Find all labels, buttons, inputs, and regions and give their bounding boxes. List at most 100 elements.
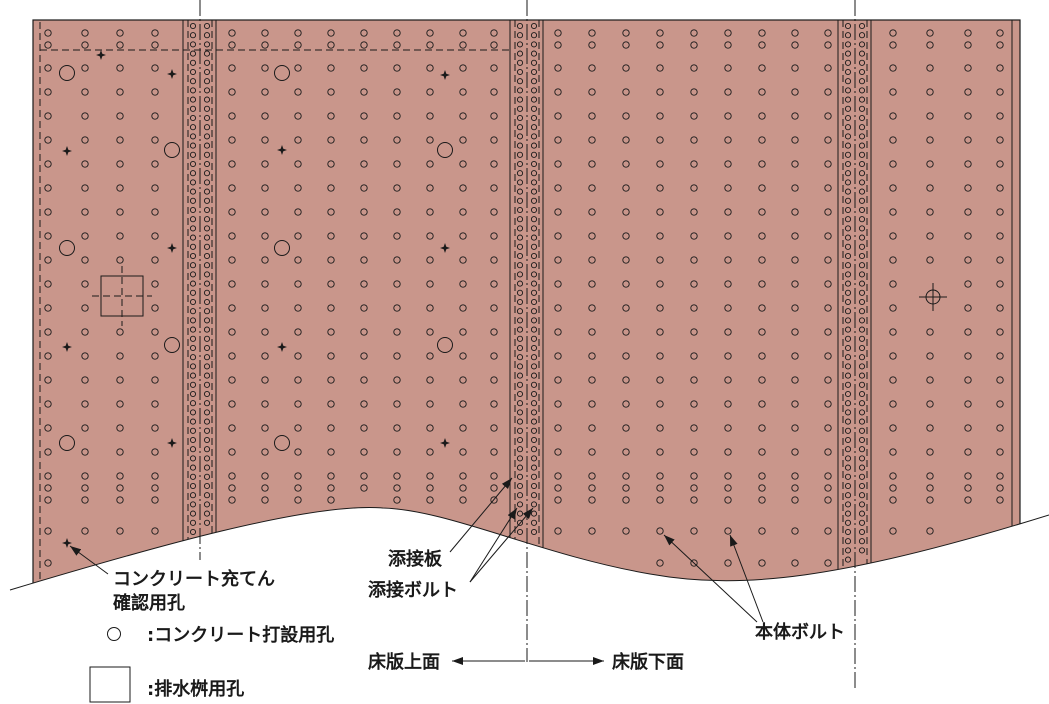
main-bolt-hole <box>791 208 799 216</box>
main-bolt-hole <box>228 304 236 312</box>
splice-bolt-hole <box>516 473 524 480</box>
main-bolt-hole <box>151 184 159 192</box>
main-bolt-hole <box>791 41 799 49</box>
main-bolt-hole <box>964 400 972 408</box>
main-bolt-hole <box>44 208 52 216</box>
splice-bolt-hole <box>516 519 524 526</box>
main-bolt-hole <box>81 400 89 408</box>
main-bolt-hole <box>996 376 1004 384</box>
splice-bolt-hole <box>844 409 852 416</box>
main-bolt-hole <box>151 400 159 408</box>
main-bolt-hole <box>824 304 832 312</box>
main-bolt-hole <box>996 184 1004 192</box>
splice-bolt-hole <box>844 519 852 526</box>
splice-bolt-hole <box>516 41 524 48</box>
splice-bolt-hole <box>844 473 852 480</box>
main-bolt-leader-left <box>663 534 758 623</box>
splice-bolt-hole <box>844 317 852 324</box>
main-bolt-hole <box>656 256 664 264</box>
main-bolt-hole <box>261 136 269 144</box>
main-bolt-hole <box>724 112 732 120</box>
concrete-pour-hole <box>437 337 453 353</box>
splice-bolt-hole <box>516 32 524 39</box>
main-bolt-hole <box>151 64 159 72</box>
splice-bolt-hole <box>530 335 538 342</box>
splice-bolt-hole <box>516 105 524 112</box>
main-bolt-hole <box>554 256 562 264</box>
splice-bolt-hole <box>189 409 197 416</box>
main-bolt-hole <box>81 136 89 144</box>
main-bolt-hole <box>459 184 467 192</box>
main-bolt-hole <box>490 496 498 504</box>
main-bolt-hole <box>622 64 630 72</box>
splice-bolt-hole <box>203 188 211 195</box>
splice-bolt-hole <box>203 436 211 444</box>
main-bolt-hole <box>81 304 89 312</box>
splice-bolt-hole <box>203 68 211 76</box>
main-bolt-hole <box>294 352 302 360</box>
main-bolt-hole <box>393 352 401 360</box>
splice-bolt-hole <box>858 50 866 57</box>
splice-bolt-hole <box>530 96 538 103</box>
main-bolt-hole <box>690 208 698 216</box>
splice-bolt-hole <box>844 381 852 388</box>
main-bolt-hole <box>554 484 562 492</box>
splice-bolt-hole <box>858 105 866 112</box>
splice-bolt-hole <box>203 298 211 306</box>
main-bolt-hole <box>151 448 159 456</box>
main-bolt-hole <box>656 527 664 535</box>
main-bolt-hole <box>426 88 434 96</box>
main-bolt-hole <box>724 41 732 49</box>
main-bolt-hole <box>622 484 630 492</box>
main-bolt-hole <box>294 376 302 384</box>
splice-bolt-hole <box>189 59 197 66</box>
splice-bolt-hole <box>203 446 211 453</box>
main-bolt-hole <box>964 328 972 336</box>
splice-bolt-hole <box>203 326 211 333</box>
main-bolt-hole <box>758 41 766 49</box>
splice-bolt-hole <box>530 436 538 444</box>
main-bolt-hole <box>116 64 124 72</box>
splice-bolt-hole <box>858 427 866 434</box>
main-bolt-hole <box>824 280 832 288</box>
main-bolt-hole <box>116 484 124 492</box>
main-bolt-hole <box>360 64 368 72</box>
main-bolt-hole <box>588 256 596 264</box>
main-bolt-hole <box>554 496 562 504</box>
main-bolt-hole <box>690 484 698 492</box>
splice-bolt-hole <box>203 206 211 214</box>
main-bolt-hole <box>758 424 766 432</box>
main-bolt-hole <box>554 112 562 120</box>
main-bolt-hole <box>228 448 236 456</box>
concrete-pour-hole <box>59 435 75 451</box>
main-bolt-hole <box>490 232 498 240</box>
splice-bolt-hole <box>516 335 524 342</box>
splice-bolt-hole <box>858 436 866 444</box>
main-bolt-hole <box>758 256 766 264</box>
concrete-pour-hole <box>59 65 75 81</box>
main-bolt-hole <box>44 376 52 384</box>
splice-bolt-hole <box>858 317 866 324</box>
splice-bolt-hole <box>203 473 211 480</box>
main-bolt-hole <box>622 41 630 49</box>
splice-bolt-hole <box>858 179 866 186</box>
splice-bolt-hole <box>858 528 866 536</box>
main-bolt-hole <box>44 41 52 49</box>
main-bolt-hole <box>656 112 664 120</box>
main-bolt-hole <box>81 376 89 384</box>
splice-bolt-hole <box>189 400 197 407</box>
splice-bolt-hole <box>858 262 866 269</box>
main-bolt-hole <box>360 256 368 264</box>
splice-bolt-hole <box>203 22 211 30</box>
main-bolt-hole <box>996 232 1004 240</box>
main-bolt-hole <box>889 472 897 480</box>
main-bolt-hole <box>656 559 664 567</box>
main-bolt-hole <box>622 232 630 240</box>
main-bolt-hole <box>758 472 766 480</box>
splice-bolt-hole <box>516 492 524 499</box>
main-bolt-hole <box>294 328 302 336</box>
splice-bolt-hole <box>189 96 197 103</box>
splice-bolt-hole <box>530 234 538 241</box>
main-bolt-hole <box>588 64 596 72</box>
main-bolt-hole <box>151 136 159 144</box>
